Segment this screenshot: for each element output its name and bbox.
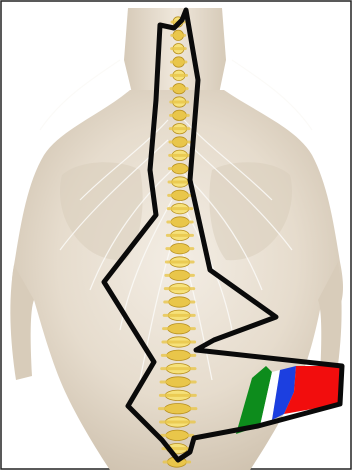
- vertebra-process: [167, 194, 193, 197]
- vertebra-process: [161, 354, 196, 357]
- vertebra-process: [160, 434, 194, 437]
- vertebra-process: [170, 47, 187, 50]
- vertebra-process: [169, 141, 191, 144]
- vertebra-process: [167, 207, 193, 210]
- vertebra-process: [166, 234, 194, 237]
- vertebra-process: [159, 394, 197, 397]
- vertebra-process: [169, 101, 189, 104]
- vertebra-process: [162, 327, 196, 330]
- vertebra-process: [163, 301, 195, 304]
- vertebra-process: [163, 314, 196, 317]
- vertebra-process: [161, 341, 196, 344]
- vertebra-process: [170, 34, 186, 37]
- vertebra-process: [164, 274, 195, 277]
- vertebra-process: [165, 261, 195, 264]
- vertebra-process: [170, 61, 187, 64]
- vertebra-process: [165, 247, 194, 250]
- vertebra-process: [164, 287, 195, 290]
- vertebra-process: [158, 407, 197, 410]
- vertebra-process: [159, 421, 196, 424]
- vertebra-process: [169, 127, 191, 130]
- vertebra-process: [160, 367, 196, 370]
- vertebra-process: [169, 114, 190, 117]
- vertebra-process: [160, 381, 197, 384]
- vertebra-process: [170, 87, 189, 90]
- vertebra-process: [170, 74, 188, 77]
- vertebra-process: [168, 167, 192, 170]
- vertebra-process: [166, 221, 193, 224]
- vertebra-process: [168, 154, 191, 157]
